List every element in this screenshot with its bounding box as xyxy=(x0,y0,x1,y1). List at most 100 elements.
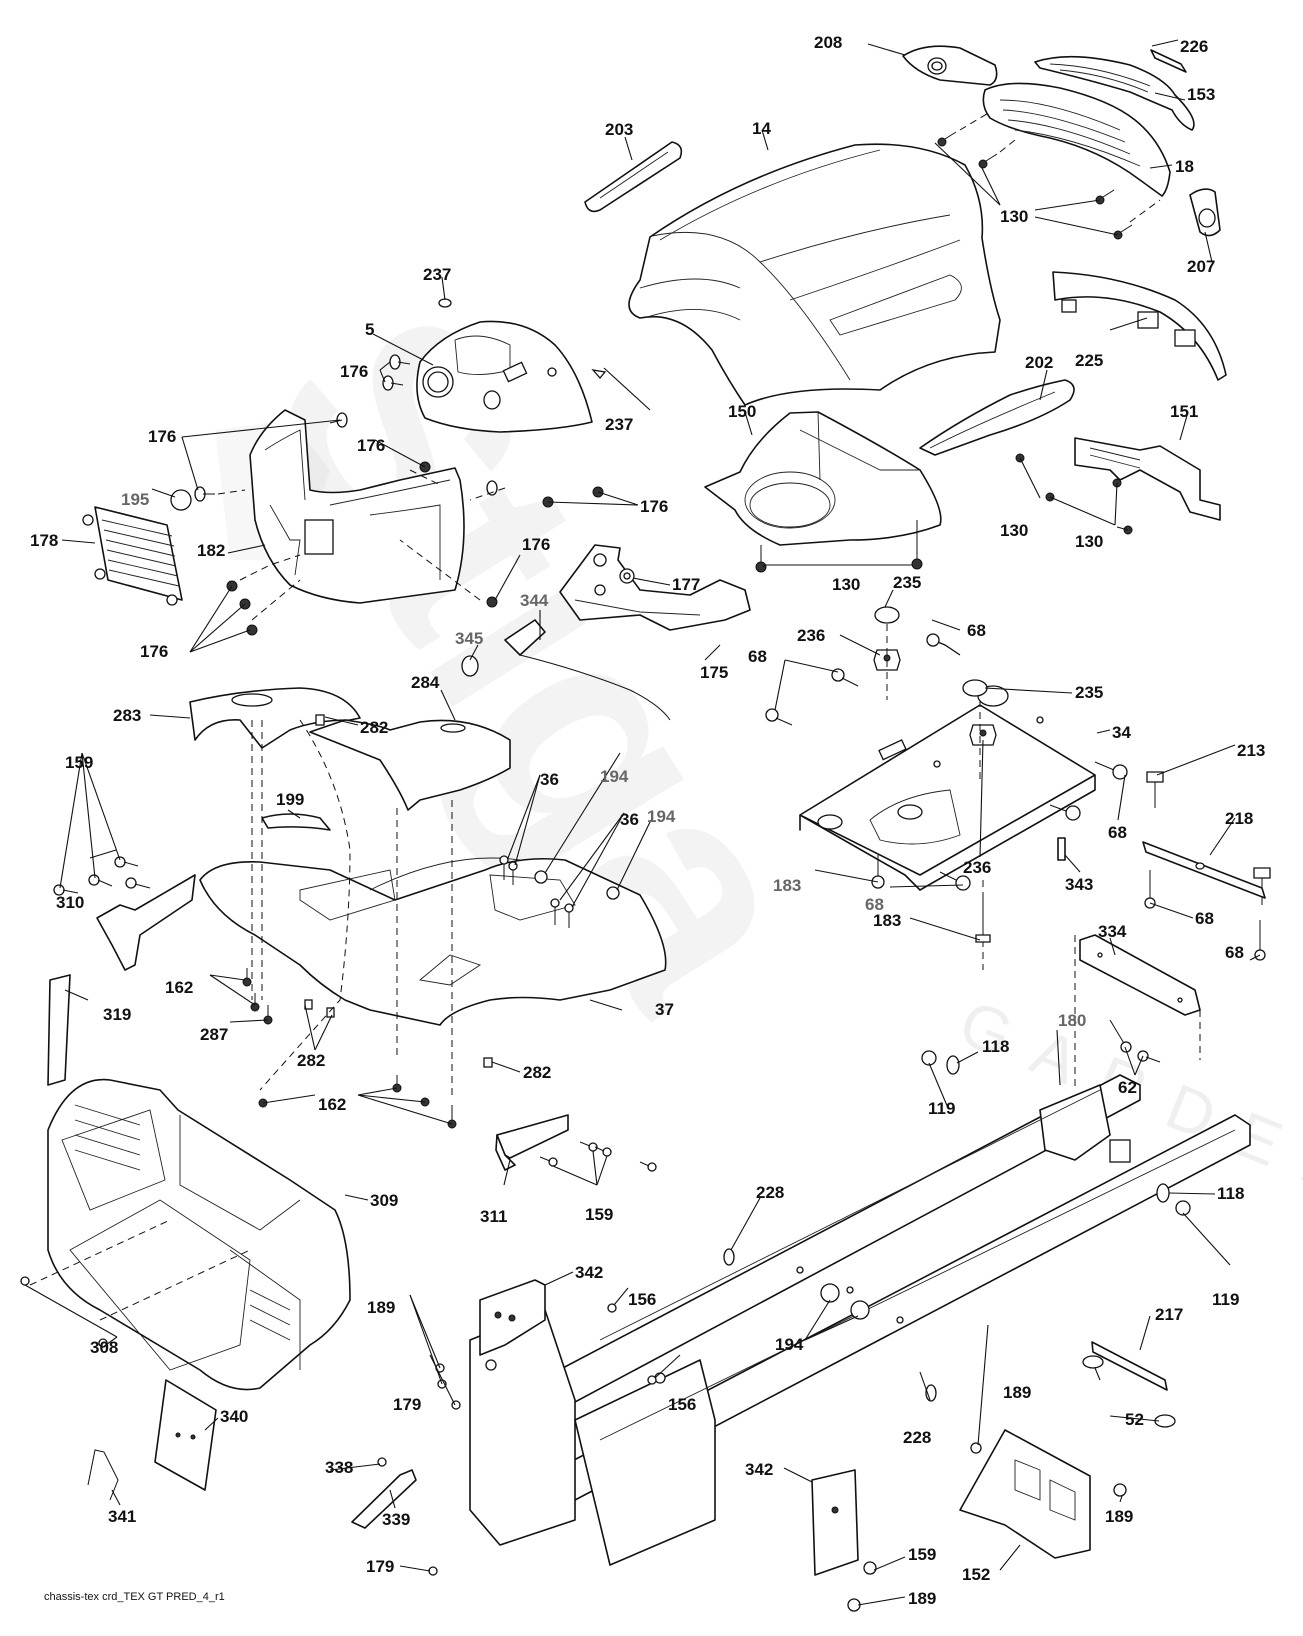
callout-218[interactable]: 218 xyxy=(1225,809,1253,828)
callout-194[interactable]: 194 xyxy=(600,767,629,786)
callout-199[interactable]: 199 xyxy=(276,790,304,809)
part-334-hitch-bracket[interactable] xyxy=(1074,934,1201,1090)
part-151-hood-bracket[interactable] xyxy=(1074,437,1221,521)
callout-284[interactable]: 284 xyxy=(411,673,440,692)
callout-176-c[interactable]: 176 xyxy=(357,436,385,455)
part-150-hood-support[interactable] xyxy=(704,411,942,546)
part-203-side-trim[interactable] xyxy=(584,141,683,213)
part-341-spring[interactable] xyxy=(87,1449,119,1501)
callout-182[interactable]: 182 xyxy=(197,541,225,560)
callout-226[interactable]: 226 xyxy=(1180,37,1208,56)
callout-235[interactable]: 235 xyxy=(893,573,921,592)
callout-237[interactable]: 237 xyxy=(423,265,451,284)
part-343-bracket[interactable] xyxy=(1057,837,1066,861)
callout-339[interactable]: 339 xyxy=(382,1510,410,1529)
callout-156[interactable]: 156 xyxy=(628,1290,656,1309)
callout-343[interactable]: 343 xyxy=(1065,875,1093,894)
part-309-rear-panel[interactable] xyxy=(29,1078,351,1391)
part-225-lower-grille[interactable] xyxy=(1052,271,1227,381)
part-14-hood[interactable] xyxy=(628,143,1001,406)
part-194-nut-frame[interactable] xyxy=(820,1283,870,1320)
callout-62[interactable]: 62 xyxy=(1118,1078,1137,1097)
callout-176[interactable]: 176 xyxy=(340,362,368,381)
part-156-screw[interactable] xyxy=(607,1303,657,1385)
part-119-nut[interactable] xyxy=(921,1050,1191,1216)
part-118-washer[interactable] xyxy=(946,1055,1170,1203)
callout-189-b[interactable]: 189 xyxy=(1003,1383,1031,1402)
callout-159-c[interactable]: 159 xyxy=(908,1545,936,1564)
callout-308[interactable]: 308 xyxy=(90,1338,118,1357)
callout-342[interactable]: 342 xyxy=(575,1263,603,1282)
part-208-headlight[interactable] xyxy=(902,45,998,86)
callout-118-b[interactable]: 118 xyxy=(1217,1184,1244,1203)
callout-202[interactable]: 202 xyxy=(1025,353,1053,372)
callout-180[interactable]: 180 xyxy=(1058,1011,1086,1030)
part-175-steering-bracket[interactable] xyxy=(559,544,751,631)
part-235-bushing[interactable] xyxy=(874,606,988,697)
callout-195[interactable]: 195 xyxy=(121,490,149,509)
part-340-plate[interactable] xyxy=(154,1379,217,1491)
callout-130-b[interactable]: 130 xyxy=(1000,521,1028,540)
callout-236-b[interactable]: 236 xyxy=(963,858,991,877)
callout-176-e[interactable]: 176 xyxy=(522,535,550,554)
callout-18[interactable]: 18 xyxy=(1175,157,1194,176)
callout-287[interactable]: 287 xyxy=(200,1025,228,1044)
callout-283[interactable]: 283 xyxy=(113,706,141,725)
callout-309[interactable]: 309 xyxy=(370,1191,398,1210)
part-52-bushing[interactable] xyxy=(1082,1355,1176,1428)
part-319-strap[interactable] xyxy=(47,974,71,1086)
part-213-bolt[interactable] xyxy=(1146,771,1271,905)
callout-189-c[interactable]: 189 xyxy=(1105,1507,1133,1526)
callout-36-b[interactable]: 36 xyxy=(620,810,639,829)
callout-68-e[interactable]: 68 xyxy=(1195,909,1214,928)
part-237-plug[interactable] xyxy=(438,298,452,308)
part-342-bracket[interactable] xyxy=(479,1279,859,1576)
part-217-rod[interactable] xyxy=(1091,1341,1168,1391)
callout-179-b[interactable]: 179 xyxy=(366,1557,394,1576)
callout-194-b[interactable]: 194 xyxy=(647,807,676,826)
callout-228-b[interactable]: 228 xyxy=(903,1428,931,1447)
callout-119[interactable]: 119 xyxy=(928,1099,955,1118)
callout-225[interactable]: 225 xyxy=(1075,351,1103,370)
part-34-engine-plate[interactable] xyxy=(799,685,1096,891)
callout-194-c[interactable]: 194 xyxy=(775,1335,804,1354)
callout-176-f[interactable]: 176 xyxy=(140,642,168,661)
part-5-dash-panel[interactable] xyxy=(416,320,593,433)
callout-207[interactable]: 207 xyxy=(1187,257,1215,276)
part-178-vent-grille[interactable] xyxy=(82,506,183,606)
callout-151[interactable]: 151 xyxy=(1170,402,1198,421)
callout-130-c[interactable]: 130 xyxy=(1075,532,1103,551)
callout-235-b[interactable]: 235 xyxy=(1075,683,1103,702)
part-284-fender-cover-right[interactable] xyxy=(309,719,511,811)
callout-282[interactable]: 282 xyxy=(360,718,388,737)
callout-5[interactable]: 5 xyxy=(365,320,374,339)
part-345-plug[interactable] xyxy=(461,655,479,677)
callout-153[interactable]: 153 xyxy=(1187,85,1215,104)
callout-68-f[interactable]: 68 xyxy=(1225,943,1244,962)
callout-338[interactable]: 338 xyxy=(325,1458,353,1477)
callout-334[interactable]: 334 xyxy=(1098,922,1127,941)
callout-34[interactable]: 34 xyxy=(1112,723,1131,742)
callout-37[interactable]: 37 xyxy=(655,1000,674,1019)
callout-342-b[interactable]: 342 xyxy=(745,1460,773,1479)
callout-345[interactable]: 345 xyxy=(455,629,483,648)
callout-344[interactable]: 344 xyxy=(520,591,549,610)
callout-340[interactable]: 340 xyxy=(220,1407,248,1426)
callout-150[interactable]: 150 xyxy=(728,402,756,421)
callout-183-b[interactable]: 183 xyxy=(873,911,901,930)
part-182-dash-cover[interactable] xyxy=(249,409,465,604)
part-202-side-trim[interactable] xyxy=(919,379,1075,456)
callout-156-b[interactable]: 156 xyxy=(668,1395,696,1414)
part-344-switch[interactable] xyxy=(504,619,671,721)
callout-282-c[interactable]: 282 xyxy=(523,1063,551,1082)
callout-179[interactable]: 179 xyxy=(393,1395,421,1414)
part-237-plug-2[interactable] xyxy=(591,369,607,380)
callout-178[interactable]: 178 xyxy=(30,531,58,550)
callout-175[interactable]: 175 xyxy=(700,663,728,682)
part-62-bolt[interactable] xyxy=(1109,1019,1161,1063)
callout-213[interactable]: 213 xyxy=(1237,741,1265,760)
part-226-emblem[interactable] xyxy=(1150,49,1187,73)
part-310-bracket[interactable] xyxy=(96,874,196,971)
callout-162-b[interactable]: 162 xyxy=(318,1095,346,1114)
part-179-nut[interactable] xyxy=(428,1400,461,1576)
